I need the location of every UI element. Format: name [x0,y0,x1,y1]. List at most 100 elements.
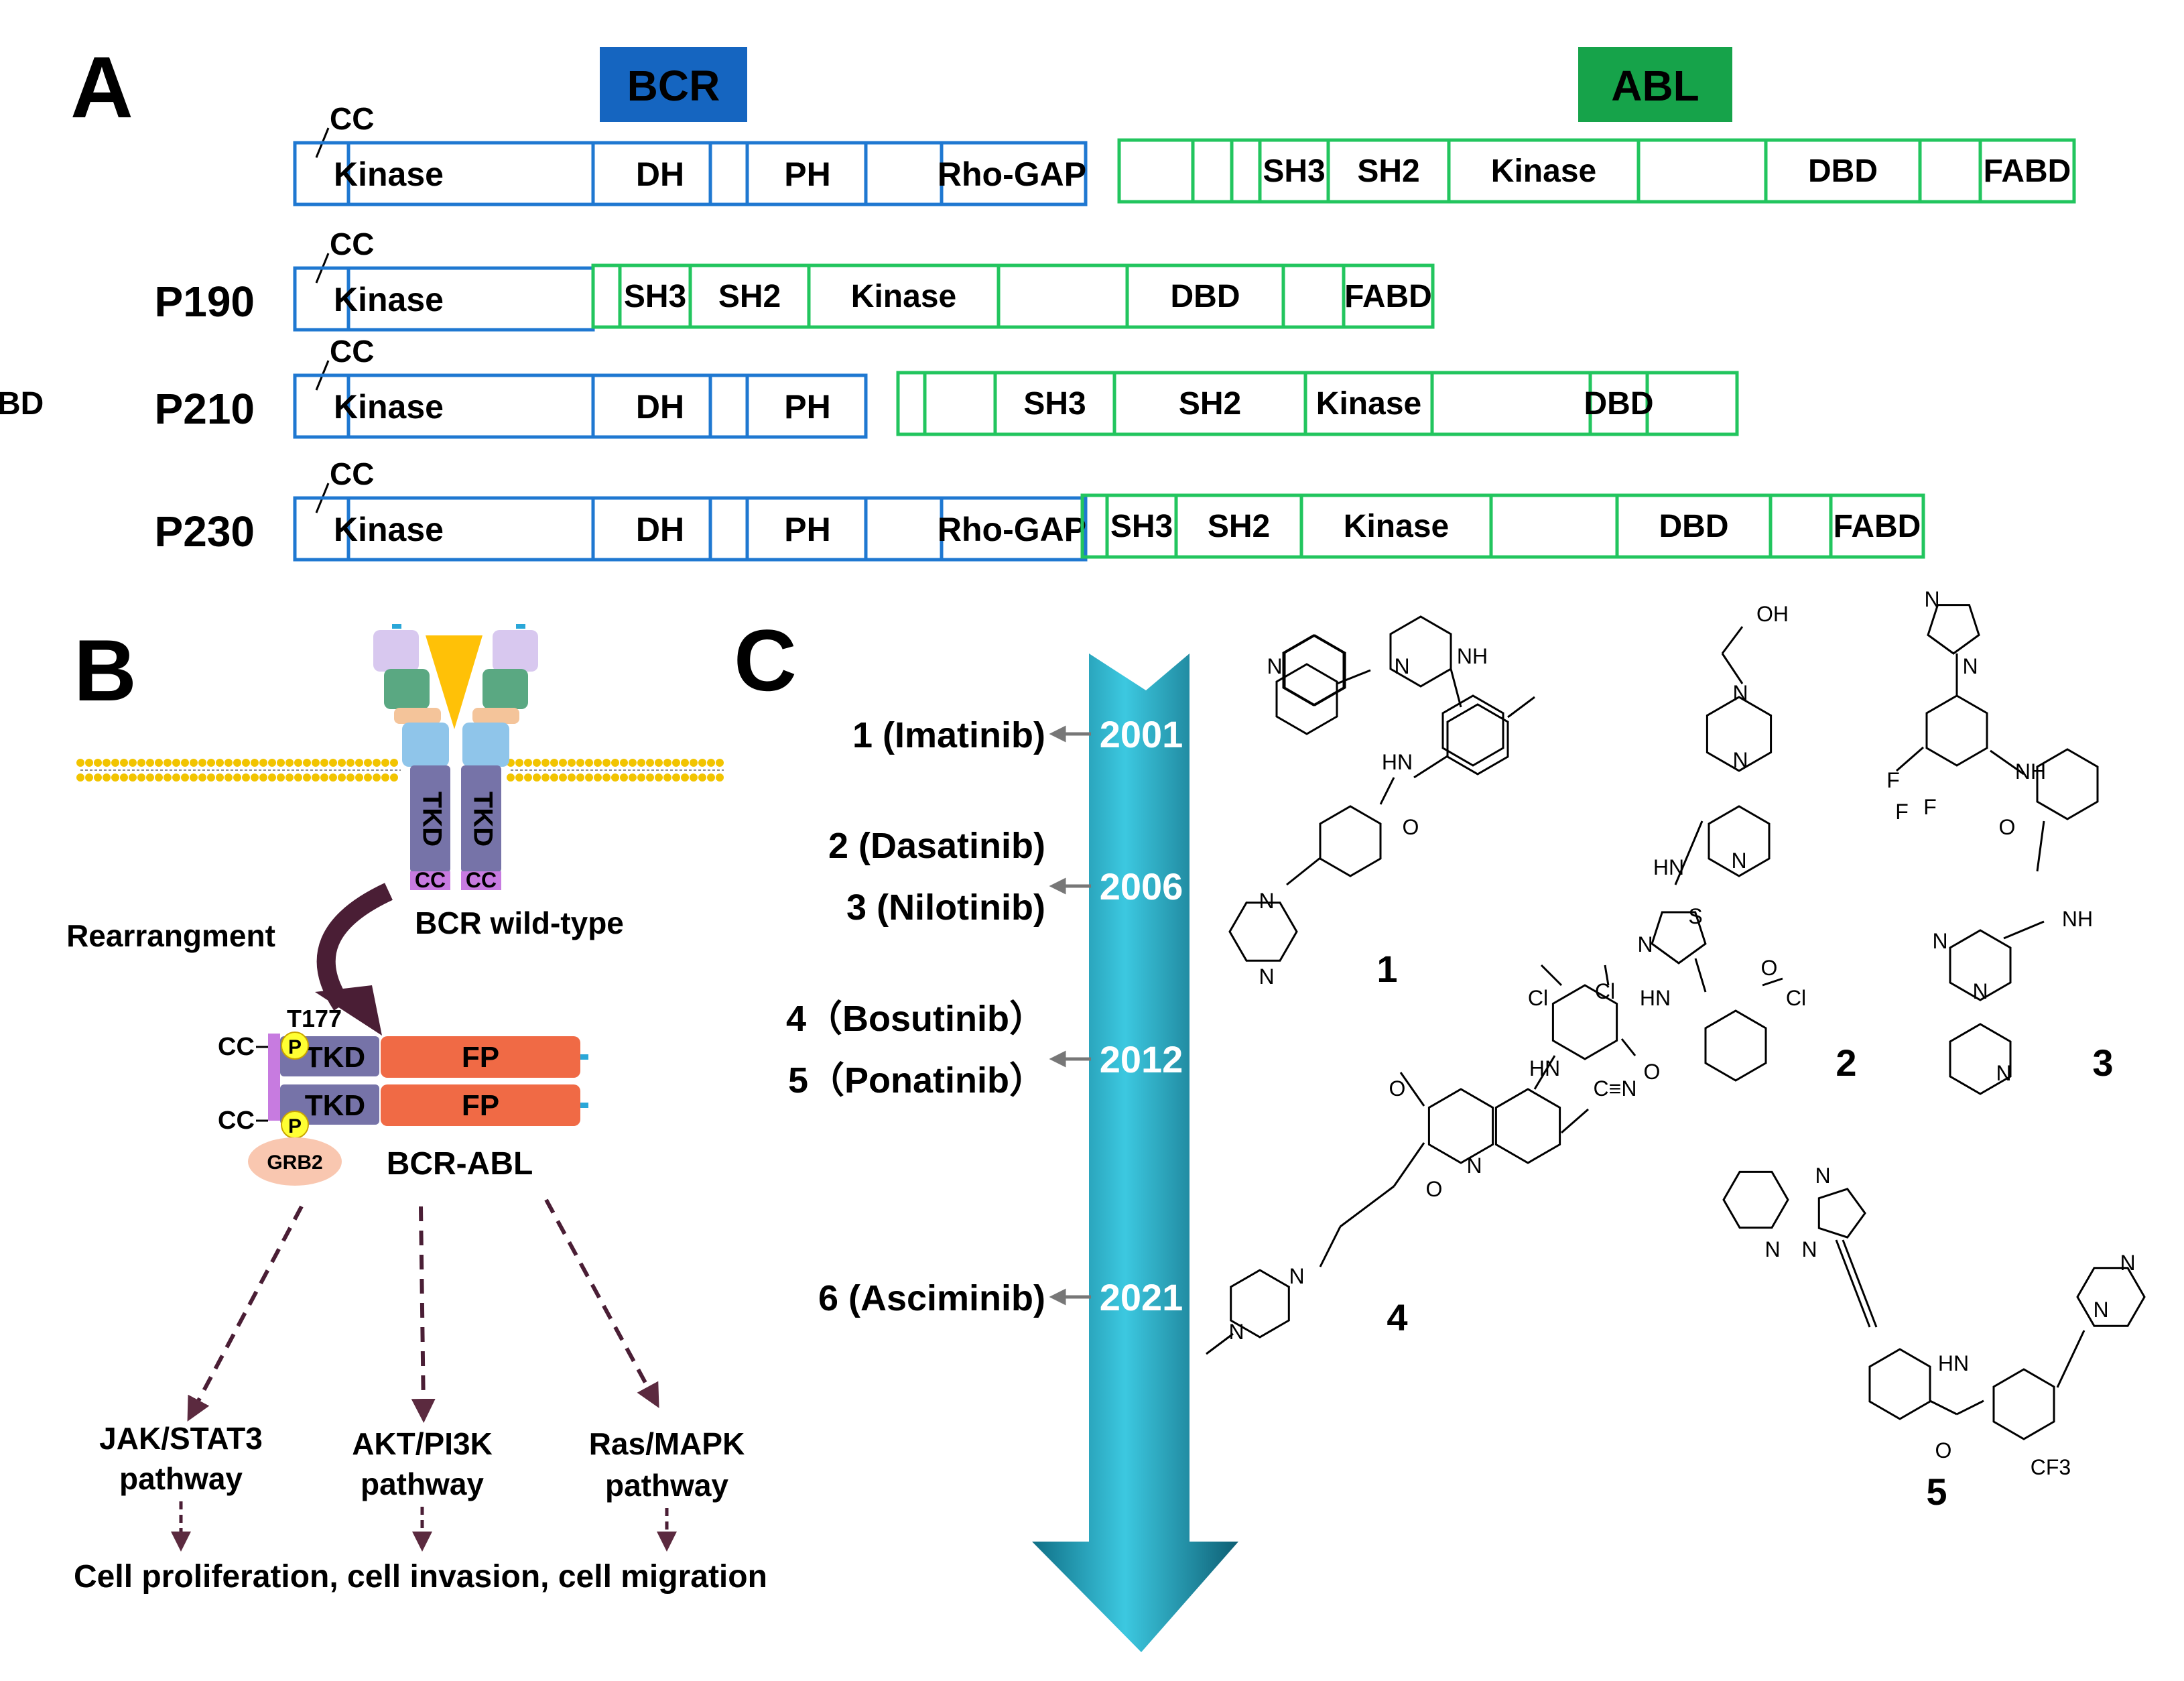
cc-left [410,871,450,890]
t177-label: T177 [287,1005,342,1032]
bond [1340,1185,1395,1228]
lipid-head [76,759,84,767]
bcr-domain-label: DH [636,388,684,426]
lipid-head [312,759,320,767]
atom-label: O [1403,815,1419,839]
lipid-head [355,759,363,767]
lipid-head [129,759,137,767]
abl-domain-label: SH2 [1208,509,1270,544]
lipid-head [576,773,584,782]
abl-header: ABL [1611,62,1699,110]
bcr-domain-label: PH [784,511,830,548]
tick [392,624,401,629]
domain-green [384,669,430,709]
bcr-domain-box [940,141,1088,206]
ring [1706,696,1773,772]
pathway-ras-line1: Ras/MAPK [589,1426,745,1461]
rearrangement-arrowhead [315,985,382,1036]
lipid-head [707,759,715,767]
atom-label: N [1996,1061,2011,1085]
lipid-head [111,759,119,767]
bcr-domain-box [708,373,749,439]
abl-domain-label: FABD [1834,509,1921,544]
lipid-head [646,773,654,782]
lipid-head [224,759,233,767]
ring [1275,663,1338,735]
atom-label: N [1764,1237,1780,1261]
lipid-head [620,759,628,767]
lipid-head [637,759,645,767]
pathway-jak-line2: pathway [119,1461,243,1496]
abl-domain-box [896,371,927,436]
chemical-structures [1206,604,2146,1440]
lipid-head [198,773,206,782]
timeline-year: 2021 [1100,1276,1183,1318]
abl-domain-label: FABD [1344,279,1432,314]
lipid-head [611,773,619,782]
abl-domain-box [591,263,622,329]
abl-domain-label: Kinase [1491,153,1596,189]
domain-lavender [493,630,538,672]
abl-domain-box [997,263,1129,329]
bond [1694,958,1707,993]
lipid-head [146,759,154,767]
lipid-head [620,773,628,782]
drug-label: 6 (Asciminib) [818,1278,1045,1318]
tkd-left [410,765,450,873]
lipid-head [329,759,337,767]
atom-label: N [1259,964,1274,989]
lipid-head [346,759,355,767]
abl-domain-box [923,371,997,436]
atom-label: HN [1640,986,1671,1010]
lipid-head [690,759,698,767]
lipid-head [585,759,593,767]
lipid-head [373,759,381,767]
bond [1604,964,1610,986]
ring [1283,634,1346,706]
atom-label: N [1267,654,1282,678]
atom-label: N [1259,889,1274,913]
ring [1441,694,1504,767]
cc-label-left: CC [415,868,446,892]
bond [1206,1332,1234,1355]
cc-label: CC [330,334,374,369]
row-name: P210 [155,385,255,433]
bcr-domain-box [940,496,1088,562]
lipid-head [646,759,654,767]
bond [1842,1239,1878,1328]
bond [1413,755,1448,779]
lipid-head [164,773,172,782]
lipid-head [172,759,180,767]
tkd-label-left: TKD [417,792,446,847]
lipid-head [294,759,302,767]
drug-label: 2 (Dasatinib) [828,826,1045,866]
ring [1949,929,2012,1001]
ligand-triangle [426,635,483,729]
outcome-label: Cell proliferation, cell invasion, cell … [74,1559,767,1595]
bond [2036,820,2045,872]
lipid-head [507,773,515,782]
abl-domain-label: DBD [1808,153,1878,189]
phospho-top-label: P [288,1036,302,1058]
atom-label: N [1732,748,1748,772]
atom-label: HN [1938,1351,1969,1375]
lipid-head [594,759,602,767]
ring [1494,1088,1561,1164]
bond [1379,777,1395,805]
domain-green [483,669,528,709]
ring [1949,1023,2012,1095]
pathway-akt-line1: AKT/PI3K [352,1426,493,1461]
lipid-head [594,773,602,782]
abl-domain-label: DBD [1584,386,1654,422]
panel-a-label: A [70,38,133,136]
pathway-ras-line2: pathway [605,1468,728,1503]
drug-label: 3 (Nilotinib) [846,887,1045,928]
lipid-head [312,773,320,782]
bond [1393,1142,1425,1187]
cell-membrane [76,759,724,782]
lipid-head [655,759,663,767]
timeline-year: 2006 [1100,865,1183,908]
abl-domain-box [1117,138,1195,204]
bond [1896,746,1924,772]
abl-domain-box [1645,371,1739,436]
